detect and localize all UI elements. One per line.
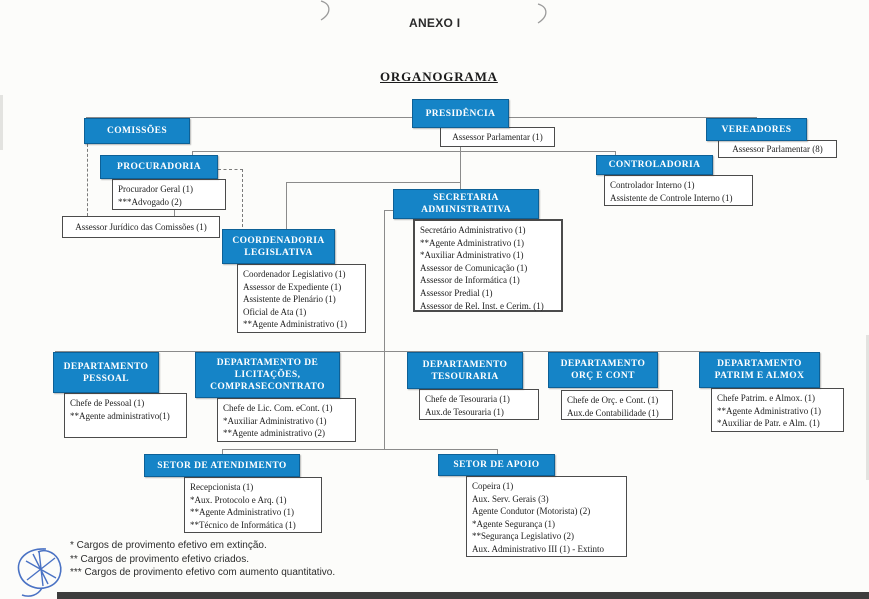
- staff-line: Chefe de Orç. e Cont. (1): [567, 395, 659, 405]
- staff-line: Chefe de Lic. Com. eCont. (1): [223, 403, 333, 413]
- connector-line: [192, 151, 193, 157]
- node-departamento-tesouraria-staff: Chefe de Tesouraria (1) Aux.de Tesourari…: [419, 389, 539, 420]
- connector-line: [286, 182, 287, 230]
- staff-line: **Agente administrativo(1): [70, 410, 170, 421]
- dashed-connector-line: [242, 169, 243, 227]
- connector-line: [192, 151, 616, 152]
- node-departamento-licitacoes-staff: Chefe de Lic. Com. eCont. (1) *Auxiliar …: [217, 398, 356, 442]
- scan-bottom-bar: [57, 592, 869, 599]
- staff-line: *Auxiliar de Patr. e Alm. (1): [717, 418, 820, 429]
- staff-line: Chefe de Pessoal (1): [70, 398, 145, 408]
- node-setor-atendimento: SETOR DE ATENDIMENTO: [144, 454, 300, 477]
- connector-line: [384, 210, 394, 211]
- staff-line: Recepcionista (1): [190, 482, 254, 492]
- staff-line: **Agente Administrativo (1): [243, 319, 347, 330]
- staff-line: Chefe Patrim. e Almox. (1): [717, 393, 815, 403]
- node-setor-apoio-staff: Copeira (1) Aux. Serv. Gerais (3) Agente…: [466, 476, 627, 557]
- staff-line: *Auxiliar Administrativo (1): [223, 415, 327, 426]
- connector-line: [460, 128, 461, 190]
- chart-title: ORGANOGRAMA: [380, 69, 498, 84]
- dashed-connector-line: [218, 169, 243, 170]
- node-departamento-patrim-almox: DEPARTAMENTO PATRIM E ALMOX: [699, 352, 820, 388]
- connector-line: [384, 210, 385, 450]
- connector-line: [497, 449, 498, 455]
- page-title: ANEXO I: [409, 16, 461, 30]
- connector-line: [615, 151, 616, 157]
- staff-line: Assessor de Rel. Inst. e Cerim. (1): [420, 300, 544, 311]
- staff-line: Aux.de Tesouraria (1): [425, 406, 504, 417]
- staff-line: Aux. Serv. Gerais (3): [472, 493, 549, 504]
- node-departamento-tesouraria: DEPARTAMENTO TESOURARIA: [407, 352, 523, 389]
- node-setor-atendimento-staff: Recepcionista (1) *Aux. Protocolo e Arq.…: [184, 477, 322, 533]
- staff-line: Assistente de Plenário (1): [243, 294, 336, 305]
- connector-line: [222, 449, 223, 455]
- node-departamento-patrim-almox-staff: Chefe Patrim. e Almox. (1) **Agente Admi…: [711, 388, 844, 432]
- staff-line: Assistente de Controle Interno (1): [610, 192, 733, 203]
- scan-artifact-arc: [537, 3, 547, 24]
- staff-line: ***Advogado (2): [118, 196, 182, 207]
- node-presidencia: PRESIDÊNCIA: [412, 99, 509, 128]
- node-departamento-pessoal: DEPARTAMENTO PESSOAL: [53, 352, 159, 393]
- node-secretaria-administrativa: SECRETARIA ADMINISTRATIVA: [393, 189, 539, 219]
- staff-line: Assessor de Informática (1): [420, 275, 520, 286]
- node-departamento-licitacoes: DEPARTAMENTO DE LICITAÇÕES, COMPRASECONT…: [195, 352, 340, 398]
- staff-line: **Agente administrativo (2): [223, 428, 325, 439]
- staff-line: **Segurança Legislativo (2): [472, 531, 574, 542]
- node-coordenadoria-legislativa-staff: Coordenador Legislativo (1) Assessor de …: [237, 264, 366, 333]
- footnote-line: * Cargos de provimento efetivo em extinç…: [70, 540, 267, 551]
- staff-line: Aux.de Contabilidade (1): [567, 407, 659, 418]
- staff-line: Agente Condutor (Motorista) (2): [472, 506, 591, 517]
- staff-line: **Agente Administrativo (1): [420, 237, 524, 248]
- node-departamento-pessoal-staff: Chefe de Pessoal (1) **Agente administra…: [64, 393, 187, 438]
- staff-line: Chefe de Tesouraria (1): [425, 394, 510, 404]
- node-procuradoria: PROCURADORIA: [100, 155, 218, 179]
- scan-smudge: [0, 95, 3, 150]
- node-presidencia-staff: Assessor Parlamentar (1): [440, 127, 555, 147]
- node-assessor-juridico-comissoes: Assessor Jurídico das Comissões (1): [62, 216, 220, 238]
- scan-smudge: [866, 335, 869, 480]
- staff-line: Oficial de Ata (1): [243, 306, 307, 317]
- staff-line: Controlador Interno (1): [610, 180, 695, 190]
- staff-line: Procurador Geral (1): [118, 184, 193, 194]
- node-coordenadoria-legislativa: COORDENADORIA LEGISLATIVA: [222, 229, 335, 264]
- staff-line: *Auxiliar Administrativo (1): [420, 250, 524, 261]
- dashed-connector-line: [87, 144, 88, 216]
- footnote-line: ** Cargos de provimento efetivo criados.: [70, 553, 249, 565]
- connector-line: [174, 209, 175, 217]
- footnotes: * Cargos de provimento efetivo em extinç…: [70, 539, 335, 580]
- staff-line: **Agente Administrativo (1): [717, 405, 821, 416]
- staff-line: Coordenador Legislativo (1): [243, 269, 346, 279]
- node-departamento-orc-cont: DEPARTAMENTO ORÇ E CONT: [548, 352, 658, 388]
- staff-line: Assessor de Comunicação (1): [420, 262, 528, 273]
- footnote-line: *** Cargos de provimento efetivo com aum…: [70, 567, 336, 578]
- connector-line: [55, 351, 760, 352]
- staff-line: Copeira (1): [472, 481, 514, 491]
- node-comissoes: COMISSÕES: [84, 118, 190, 144]
- staff-line: **Técnico de Informática (1): [190, 519, 296, 530]
- staff-line: Assessor de Expediente (1): [243, 281, 342, 292]
- node-vereadores-staff: Assessor Parlamentar (8): [718, 140, 837, 158]
- node-departamento-orc-cont-staff: Chefe de Orç. e Cont. (1) Aux.de Contabi…: [561, 390, 673, 420]
- staff-line: *Aux. Protocolo e Arq. (1): [190, 494, 287, 505]
- connector-line: [286, 182, 461, 183]
- handwritten-signature-mark: [17, 548, 62, 597]
- node-controladoria-staff: Controlador Interno (1) Assistente de Co…: [604, 175, 753, 206]
- node-vereadores: VEREADORES: [706, 118, 807, 141]
- node-procuradoria-staff: Procurador Geral (1) ***Advogado (2): [112, 179, 226, 210]
- node-setor-apoio: SETOR DE APOIO: [438, 454, 555, 476]
- staff-line: **Agente Administrativo (1): [190, 507, 294, 518]
- connector-line: [222, 449, 498, 450]
- staff-line: Aux. Administrativo III (1) - Extinto: [472, 543, 604, 554]
- staff-line: Secretário Administrativo (1): [420, 225, 526, 235]
- node-controladoria: CONTROLADORIA: [596, 155, 713, 175]
- node-secretaria-administrativa-staff: Secretário Administrativo (1) **Agente A…: [413, 219, 563, 312]
- staff-line: Assessor Predial (1): [420, 287, 493, 298]
- staff-line: *Agente Segurança (1): [472, 518, 555, 529]
- scan-artifact-arc: [320, 0, 330, 21]
